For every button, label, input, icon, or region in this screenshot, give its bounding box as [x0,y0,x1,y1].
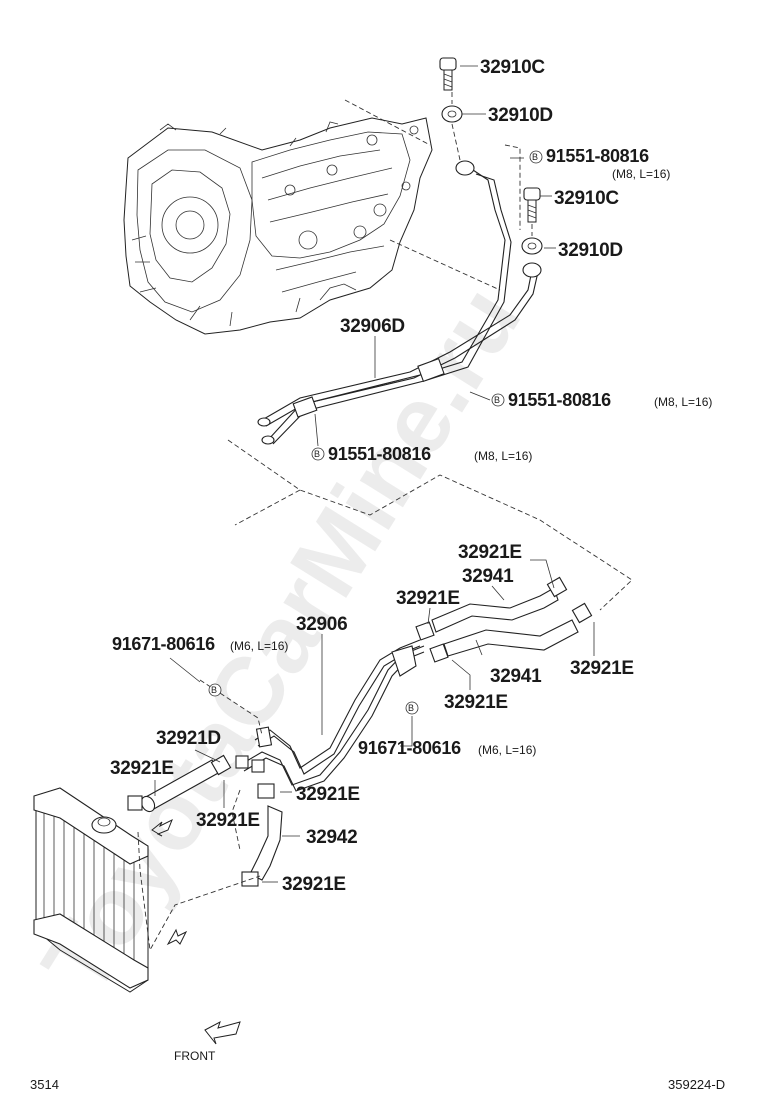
ref-frame [227,439,633,611]
flow-arrow-icon [151,818,173,837]
svg-text:B: B [211,685,217,695]
callout-32921E-e: 32921E [110,758,174,779]
callout-32941-b: 32941 [490,666,542,687]
callout-91551-mid: 91551-80816 [508,390,611,410]
callout-91671-right: 91671-80616 [358,738,461,758]
ref-line [137,831,261,952]
callout-32921E-g: 32921E [196,810,260,831]
radiator [33,787,149,993]
callout-32942: 32942 [306,827,357,848]
ref-line [199,679,263,736]
callout-91551-top: 91551-80816 [546,146,649,166]
gasket-mid [521,237,543,255]
callout-91671-left-spec: (M6, L=16) [230,639,288,653]
callout-91551-low: 91551-80816 [328,444,431,464]
callout-32941-a: 32941 [462,566,514,587]
hose-32941-lower [429,602,593,663]
pipe-assembly-32906D [257,160,542,445]
callout-91551-top-spec: (M8, L=16) [612,167,670,181]
front-label: FRONT [174,1049,216,1063]
page-code: 3514 [30,1077,59,1092]
callout-32910D-top: 32910D [488,105,553,126]
ref-line [234,489,301,526]
callout-32921E-c: 32921E [570,658,634,679]
hose-32942 [241,783,283,887]
leader-lines [154,65,595,883]
flow-arrow-icon [166,928,188,946]
bolt-marker: B [491,393,505,407]
ref-line [344,99,431,146]
transmission-assembly [123,117,433,335]
svg-text:B: B [408,703,414,713]
svg-text:B: B [532,152,538,162]
bolt-marker: B [311,447,325,461]
ref-line [231,789,241,851]
bolt-marker: B [208,683,222,697]
svg-text:B: B [314,449,320,459]
ref-line [389,239,501,291]
pipe-assembly-32906 [239,639,425,792]
callout-32910C-mid: 32910C [554,188,619,209]
banjo-bolt-mid [523,187,541,223]
callout-32921D: 32921D [156,728,221,749]
callout-32906D: 32906D [340,316,405,337]
callout-91551-mid-spec: (M8, L=16) [654,395,712,409]
gasket-top [441,105,463,123]
bolt-marker: B [405,701,419,715]
hose-32941-upper [415,576,568,641]
front-arrow-icon [204,1020,241,1045]
callout-32910C-top: 32910C [480,57,545,78]
illustration-code: 359224-D [668,1077,725,1092]
callout-32910D-mid: 32910D [558,240,623,261]
bolt-marker: B [529,150,543,164]
callout-32906: 32906 [296,614,347,635]
callout-32921E-a: 32921E [458,542,522,563]
callout-32921E-f: 32921E [296,784,360,805]
callout-91671-right-spec: (M6, L=16) [478,743,536,757]
clamp-left [127,755,249,811]
banjo-bolt-top [439,57,457,91]
callout-32921E-h: 32921E [282,874,346,895]
ref-line [451,92,533,236]
callout-91671-left: 91671-80616 [112,634,215,654]
callout-32921E-d: 32921E [444,692,508,713]
svg-text:B: B [494,395,500,405]
callout-91551-low-spec: (M8, L=16) [474,449,532,463]
callout-32921E-b: 32921E [396,588,460,609]
